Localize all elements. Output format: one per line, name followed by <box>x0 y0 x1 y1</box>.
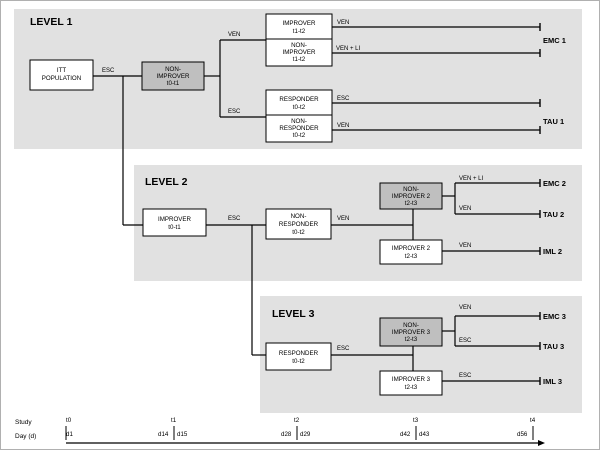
connector-lines <box>93 26 540 382</box>
improver-t0t1-line1: IMPROVER <box>158 216 192 223</box>
improver-t0t1-line2: t0-t1 <box>168 224 181 231</box>
responder-l3-line1: RESPONDER <box>279 350 319 357</box>
esc-label-l1-lower: ESC <box>228 109 241 115</box>
nonimp3-line1: NON- <box>403 322 419 329</box>
day-d29: d29 <box>300 431 311 438</box>
timeline-title-study: Study <box>15 419 32 426</box>
time-t2: t2 <box>294 417 300 424</box>
nonresp-l2-line3: t0-t2 <box>292 229 305 236</box>
level-3-title: LEVEL 3 <box>272 308 315 320</box>
time-t1: t1 <box>171 417 177 424</box>
improver-t1t2-line1: IMPROVER <box>282 20 316 27</box>
nonresp-l2-line1: NON- <box>291 213 307 220</box>
improver-3-box <box>379 370 443 396</box>
time-t4: t4 <box>530 417 536 424</box>
level-2-panel <box>134 165 582 281</box>
nonimprover-t0t1-box <box>141 61 205 91</box>
time-t3: t3 <box>413 417 419 424</box>
endpoint-iml3: IML 3 <box>543 377 562 386</box>
nonimp-t0t1-line3: t0-t1 <box>167 80 180 87</box>
improver-t1t2-line2: t1-t2 <box>293 28 306 35</box>
ven-label-tau1: VEN <box>337 123 349 129</box>
timeline-title-day: Day (d) <box>15 433 36 440</box>
improver-t0t1-box <box>142 208 207 237</box>
ven-label-emc3: VEN <box>459 305 471 311</box>
nonimprover-2-box <box>379 182 443 210</box>
improver-2-box <box>379 239 443 265</box>
endpoint-tau2: TAU 2 <box>543 210 564 219</box>
improver3-line2: t2-t3 <box>405 384 418 391</box>
level-2-title: LEVEL 2 <box>145 176 188 188</box>
responder-t0t2-level3-box <box>265 342 332 371</box>
responder-l3-line2: t0-t2 <box>292 358 305 365</box>
ven-label-l1-upper: VEN <box>228 32 240 38</box>
endpoint-emc3: EMC 3 <box>543 312 566 321</box>
nonimp2-line3: t2-t3 <box>405 200 418 207</box>
endpoint-tau1: TAU 1 <box>543 117 564 126</box>
endpoint-emc2: EMC 2 <box>543 179 566 188</box>
itt-population-box <box>29 59 94 91</box>
day-d15: d15 <box>177 431 188 438</box>
itt-line2: POPULATION <box>42 75 81 82</box>
timeline-ticks <box>65 426 534 440</box>
nonresp-l1-line2: RESPONDER <box>279 125 319 132</box>
day-d56: d56 <box>517 431 528 438</box>
nonimp2-line1: NON- <box>403 186 419 193</box>
improver2-line2: t2-t3 <box>405 253 418 260</box>
ven-label-tau2: VEN <box>459 206 471 212</box>
esc-label-itt: ESC <box>102 68 115 74</box>
endpoint-iml2: IML 2 <box>543 247 562 256</box>
ven-label-l2: VEN <box>337 216 349 222</box>
nonresponder-t0t2-level2-box <box>265 208 332 240</box>
nonresp-l1-line3: t0-t2 <box>293 132 306 139</box>
improver2-line1: IMPROVER 2 <box>392 245 431 252</box>
nonimp3-line2: IMPROVER 3 <box>392 329 431 336</box>
responder-l1-line1: RESPONDER <box>279 96 319 103</box>
esc-label-tau3: ESC <box>459 338 472 344</box>
nonimp-t1t2-line1: NON- <box>291 42 307 49</box>
nonresp-l1-line1: NON- <box>291 118 307 125</box>
timeline-axis <box>66 440 545 446</box>
day-d1: d1 <box>66 431 73 438</box>
level-1-title: LEVEL 1 <box>30 16 73 28</box>
nonimp-t1t2-line3: t1-t2 <box>293 56 306 63</box>
nonimp3-line3: t2-t3 <box>405 336 418 343</box>
responder-t0t2-level1-box <box>265 89 333 116</box>
day-d28: d28 <box>281 431 292 438</box>
venli-label-l1: VEN + LI <box>336 46 361 52</box>
itt-line1: ITT <box>57 67 66 74</box>
venli-label-emc2: VEN + LI <box>459 176 484 182</box>
nonimp-t0t1-line1: NON- <box>165 66 181 73</box>
nonimp-t0t1-line2: IMPROVER <box>156 73 190 80</box>
nonimp2-line2: IMPROVER 2 <box>392 193 431 200</box>
nonresponder-t0t2-level1-box <box>265 114 333 143</box>
day-d14: d14 <box>158 431 169 438</box>
endpoint-emc1: EMC 1 <box>543 36 566 45</box>
improver3-line1: IMPROVER 3 <box>392 376 431 383</box>
ven-label-emc1: VEN <box>337 20 349 26</box>
nonresp-l2-line2: RESPONDER <box>279 221 319 228</box>
esc-label-l2: ESC <box>228 216 241 222</box>
responder-l1-line2: t0-t2 <box>293 104 306 111</box>
day-d43: d43 <box>419 431 430 438</box>
endpoint-tau3: TAU 3 <box>543 342 564 351</box>
time-t0: t0 <box>66 417 72 424</box>
day-d42: d42 <box>400 431 411 438</box>
nonimprover-t1t2-box <box>265 38 333 67</box>
nonimprover-3-box <box>379 317 443 347</box>
esc-label-iml3: ESC <box>459 373 472 379</box>
ven-label-iml2: VEN <box>459 243 471 249</box>
esc-label-l1-resp: ESC <box>337 96 350 102</box>
nonimp-t1t2-line2: IMPROVER <box>282 49 316 56</box>
esc-label-l3: ESC <box>337 346 350 352</box>
